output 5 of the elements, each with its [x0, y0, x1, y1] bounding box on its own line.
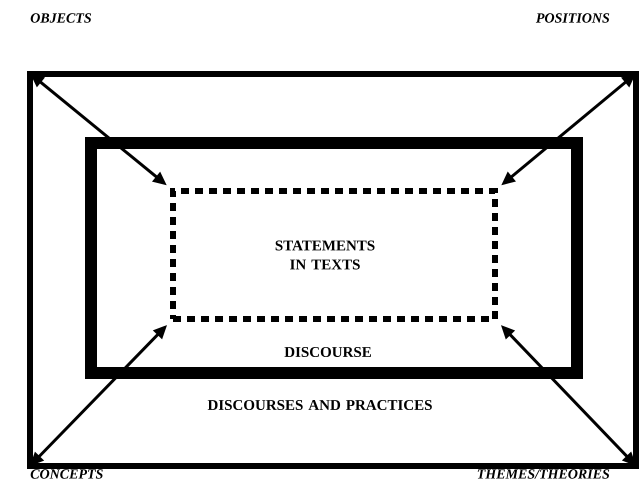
- corner-label: POSITIONS: [536, 13, 610, 23]
- corner-label: OBJECTS: [30, 13, 92, 23]
- frame-box: STATEMENTS IN TEXTS: [170, 188, 498, 322]
- corner-label: THEMES/THEORIES: [478, 469, 610, 479]
- corner-label: CONCEPTS: [30, 469, 103, 479]
